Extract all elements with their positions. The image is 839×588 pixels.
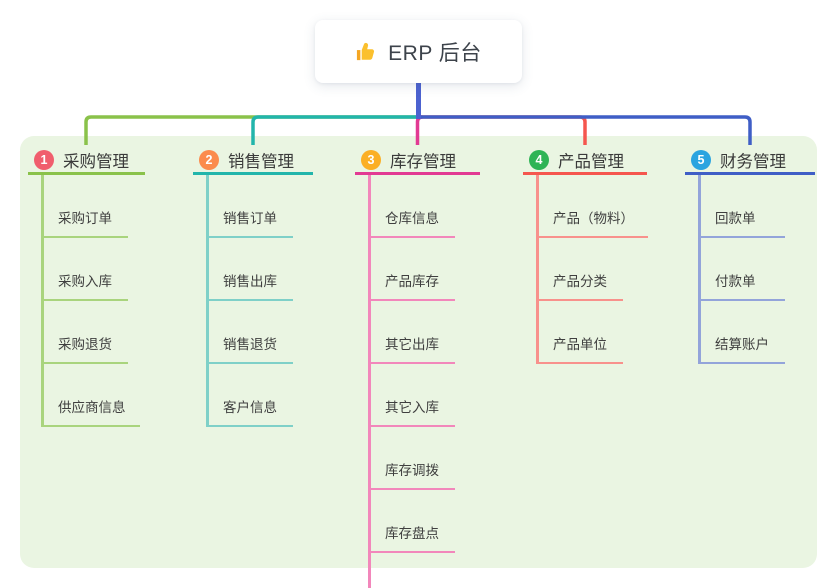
branch-spine-line — [698, 175, 701, 364]
mindmap-item[interactable]: 销售出库 — [206, 238, 293, 301]
branch-topic-label: 库存管理 — [390, 152, 456, 171]
mindmap-item[interactable]: 结算账户 — [698, 301, 785, 364]
mindmap-item[interactable]: 销售退货 — [206, 301, 293, 364]
mindmap-item[interactable]: 产品分类 — [536, 238, 623, 301]
mindmap-item[interactable]: 出库库明细 — [368, 553, 467, 588]
mindmap-item[interactable]: 产品库存 — [368, 238, 455, 301]
branch-topic[interactable]: 4 产品管理 — [523, 147, 647, 175]
mindmap-canvas-panel — [20, 136, 817, 568]
mindmap-item-label: 产品单位 — [553, 337, 607, 352]
branch-items: 采购订单采购入库采购退货供应商信息 — [41, 175, 140, 427]
branch-items: 销售订单销售出库销售退货客户信息 — [206, 175, 293, 427]
branch-采购管理: 1 采购管理采购订单采购入库采购退货供应商信息 — [28, 147, 145, 427]
thumbs-up-icon — [355, 40, 378, 63]
branch-spine-line — [206, 175, 209, 427]
branch-产品管理: 4 产品管理产品（物料） 产品分类产品单位 — [523, 147, 648, 364]
branch-topic-label: 采购管理 — [63, 152, 129, 171]
mindmap-item-label: 其它出库 — [385, 337, 439, 352]
branch-number-badge: 2 — [199, 149, 219, 170]
mindmap-item-label: 其它入库 — [385, 400, 439, 415]
mindmap-item-label: 采购入库 — [58, 274, 112, 289]
mindmap-item[interactable]: 采购订单 — [41, 175, 128, 238]
branch-items: 产品（物料） 产品分类产品单位 — [536, 175, 648, 364]
mindmap-item[interactable]: 其它出库 — [368, 301, 455, 364]
mindmap-item[interactable]: 库存盘点 — [368, 490, 455, 553]
root-title: ERP 后台 — [388, 41, 482, 65]
branch-number-badge: 4 — [529, 149, 549, 170]
mindmap-item[interactable]: 供应商信息 — [41, 364, 140, 427]
branch-topic[interactable]: 2 销售管理 — [193, 147, 313, 175]
branch-topic[interactable]: 5 财务管理 — [685, 147, 815, 175]
mindmap-item-label: 采购订单 — [58, 211, 112, 226]
mindmap-item[interactable]: 付款单 — [698, 238, 785, 301]
mindmap-item[interactable]: 回款单 — [698, 175, 785, 238]
mindmap-item[interactable]: 采购入库 — [41, 238, 128, 301]
mindmap-item-label: 销售退货 — [223, 337, 277, 352]
branch-库存管理: 3 库存管理仓库信息产品库存其它出库其它入库库存调拨库存盘点出库库明细 — [355, 147, 480, 588]
root-node[interactable]: ERP 后台 — [315, 20, 522, 83]
mindmap-item-label: 产品（物料） — [553, 211, 634, 226]
branch-spine-line — [41, 175, 44, 427]
branch-topic-label: 产品管理 — [558, 152, 624, 171]
branch-spine-line — [536, 175, 539, 364]
mindmap-item-label: 销售订单 — [223, 211, 277, 226]
mindmap-item-label: 结算账户 — [715, 337, 769, 352]
mindmap-item[interactable]: 客户信息 — [206, 364, 293, 427]
mindmap-item[interactable]: 采购退货 — [41, 301, 128, 364]
mindmap-item[interactable]: 库存调拨 — [368, 427, 455, 490]
branch-number-badge: 5 — [691, 149, 711, 170]
branch-items: 回款单付款单结算账户 — [698, 175, 785, 364]
mindmap-item-label: 销售出库 — [223, 274, 277, 289]
mindmap-item-label: 采购退货 — [58, 337, 112, 352]
mindmap-item-label: 产品库存 — [385, 274, 439, 289]
branch-items: 仓库信息产品库存其它出库其它入库库存调拨库存盘点出库库明细 — [368, 175, 467, 588]
mindmap-item-label: 库存盘点 — [385, 526, 439, 541]
branch-topic[interactable]: 1 采购管理 — [28, 147, 145, 175]
branch-spine-line — [368, 175, 371, 588]
branch-topic[interactable]: 3 库存管理 — [355, 147, 480, 175]
branch-number-badge: 1 — [34, 149, 54, 170]
mindmap-item-label: 产品分类 — [553, 274, 607, 289]
branch-number-badge: 3 — [361, 149, 381, 170]
branch-topic-label: 销售管理 — [228, 152, 294, 171]
branch-财务管理: 5 财务管理回款单付款单结算账户 — [685, 147, 815, 364]
mindmap-item-label: 供应商信息 — [58, 400, 126, 415]
branch-topic-label: 财务管理 — [720, 152, 786, 171]
mindmap-item[interactable]: 其它入库 — [368, 364, 455, 427]
mindmap-item-label: 客户信息 — [223, 400, 277, 415]
mindmap-item-label: 付款单 — [715, 274, 756, 289]
mindmap-item-label: 回款单 — [715, 211, 756, 226]
mindmap-item[interactable]: 仓库信息 — [368, 175, 455, 238]
mindmap-item-label: 仓库信息 — [385, 211, 439, 226]
mindmap-item[interactable]: 产品单位 — [536, 301, 623, 364]
mindmap-item[interactable]: 产品（物料） — [536, 175, 648, 238]
branch-销售管理: 2 销售管理销售订单销售出库销售退货客户信息 — [193, 147, 313, 427]
mindmap-item-label: 库存调拨 — [385, 463, 439, 478]
mindmap-item[interactable]: 销售订单 — [206, 175, 293, 238]
